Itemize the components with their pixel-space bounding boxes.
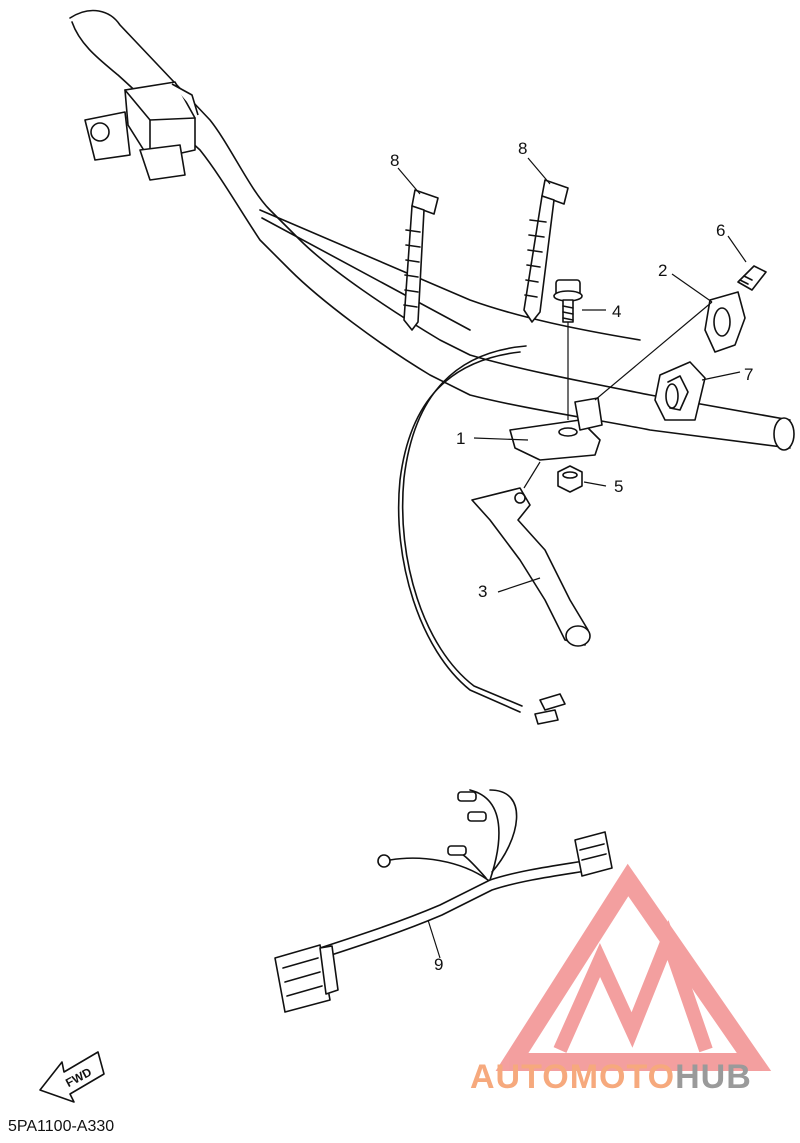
lever-nut (557, 465, 583, 493)
callout-6: 6 (716, 221, 725, 240)
callout-4: 4 (612, 302, 621, 321)
watermark-logo (495, 863, 772, 1071)
callout-8-left: 8 (390, 151, 399, 170)
callout-8-right: 8 (518, 139, 527, 158)
fwd-arrow-icon: FWD (39, 1051, 105, 1103)
cable-tie-right (523, 179, 569, 323)
callout-3: 3 (478, 582, 487, 601)
callout-5: 5 (614, 477, 623, 496)
cable-tie-left (403, 189, 439, 331)
drawing-code: 5PA1100-A330 (8, 1118, 115, 1135)
clutch-lever (471, 487, 591, 647)
lever-clamp (704, 291, 746, 353)
lever-holder (509, 397, 603, 461)
clutch-switch (654, 361, 706, 421)
handlebar (69, 9, 795, 451)
callout-7: 7 (744, 365, 753, 384)
watermark-part-hub: HUB (675, 1058, 752, 1096)
wire-harness (274, 789, 613, 1013)
switch-housing (84, 81, 199, 181)
watermark-part-auto: AUTO (470, 1058, 570, 1096)
callout-2: 2 (658, 261, 667, 280)
callout-9: 9 (434, 955, 443, 974)
watermark-part-moto: MOTO (569, 1058, 676, 1096)
pivot-bolt (553, 279, 583, 323)
watermark-text: AUTOMOTOHUB (470, 1058, 752, 1097)
switch-cable (397, 345, 566, 725)
clamp-bolt (737, 265, 767, 291)
callout-1: 1 (456, 429, 465, 448)
leader-lines (397, 157, 747, 959)
